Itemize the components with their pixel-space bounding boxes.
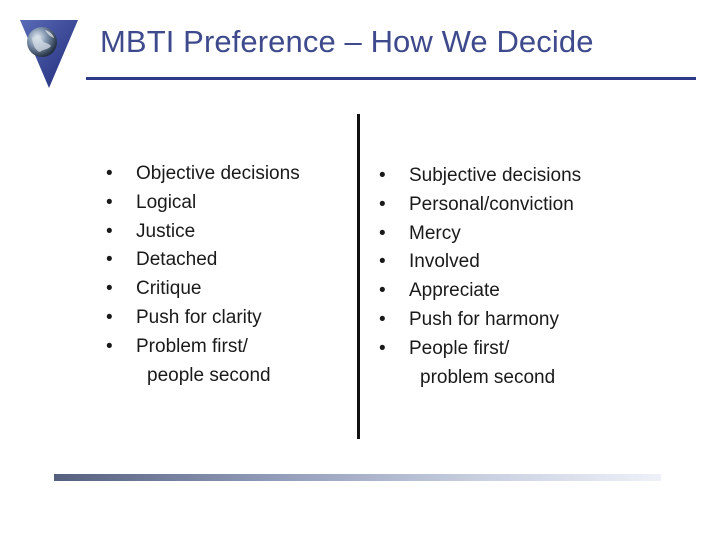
bullet-icon: • xyxy=(379,337,386,359)
list-item: • Appreciate xyxy=(379,277,581,306)
list-item-label: Appreciate xyxy=(409,280,500,302)
bullet-icon: • xyxy=(379,308,386,330)
globe-triangle-icon xyxy=(20,20,78,88)
list-item: • Involved xyxy=(379,248,581,277)
list-item: • Objective decisions xyxy=(106,160,300,189)
list-item-label: Push for clarity xyxy=(136,306,262,328)
column-divider xyxy=(357,114,360,439)
list-item-label: Subjective decisions xyxy=(409,165,582,186)
list-item-label: Objective decisions xyxy=(136,163,300,184)
list-item-continuation: problem second xyxy=(420,366,556,388)
list-item: • Push for clarity xyxy=(106,304,300,333)
list-item: • Problem first/people second xyxy=(106,333,300,391)
bullet-icon: • xyxy=(379,193,386,215)
title-underline xyxy=(86,77,696,80)
list-item-label: Mercy xyxy=(409,222,461,244)
list-item: • Detached xyxy=(106,246,300,275)
list-item: • Personal/conviction xyxy=(379,191,581,220)
list-item-label: Push for harmony xyxy=(409,308,559,330)
list-item-label: Detached xyxy=(136,249,218,271)
list-item: • Critique xyxy=(106,275,300,304)
bullet-icon: • xyxy=(106,335,113,357)
bullet-icon: • xyxy=(106,249,113,271)
bullet-icon: • xyxy=(106,306,113,328)
thinking-preference-list: • Objective decisions • Logical • Justice •… xyxy=(106,160,300,390)
bullet-icon: • xyxy=(106,191,113,213)
list-item-label: Problem first/ xyxy=(136,335,248,357)
list-item-label: Justice xyxy=(136,220,196,242)
list-item-continuation: people second xyxy=(147,364,271,386)
bullet-icon: • xyxy=(106,278,113,300)
bullet-icon: • xyxy=(379,251,386,273)
list-item: • Push for harmony xyxy=(379,306,581,335)
list-item: • People first/problem second xyxy=(379,335,581,393)
footer-gradient-bar xyxy=(54,474,661,481)
list-item-label: Logical xyxy=(136,191,197,213)
bullet-icon: • xyxy=(379,222,386,244)
bullet-icon: • xyxy=(379,165,386,186)
list-item-label: Involved xyxy=(409,251,480,273)
bullet-icon: • xyxy=(106,163,113,184)
list-item-label: Personal/conviction xyxy=(409,193,574,215)
list-item: • Subjective decisions xyxy=(379,162,581,191)
list-item: • Justice xyxy=(106,218,300,247)
list-item: • Mercy xyxy=(379,220,581,249)
list-item: • Logical xyxy=(106,189,300,218)
bullet-icon: • xyxy=(106,220,113,242)
list-item-label: People first/ xyxy=(409,337,510,359)
feeling-preference-list: • Subjective decisions • Personal/convicti… xyxy=(379,162,581,392)
bullet-icon: • xyxy=(379,280,386,302)
slide-title: MBTI Preference – How We Decide xyxy=(100,24,594,59)
list-item-label: Critique xyxy=(136,278,202,300)
